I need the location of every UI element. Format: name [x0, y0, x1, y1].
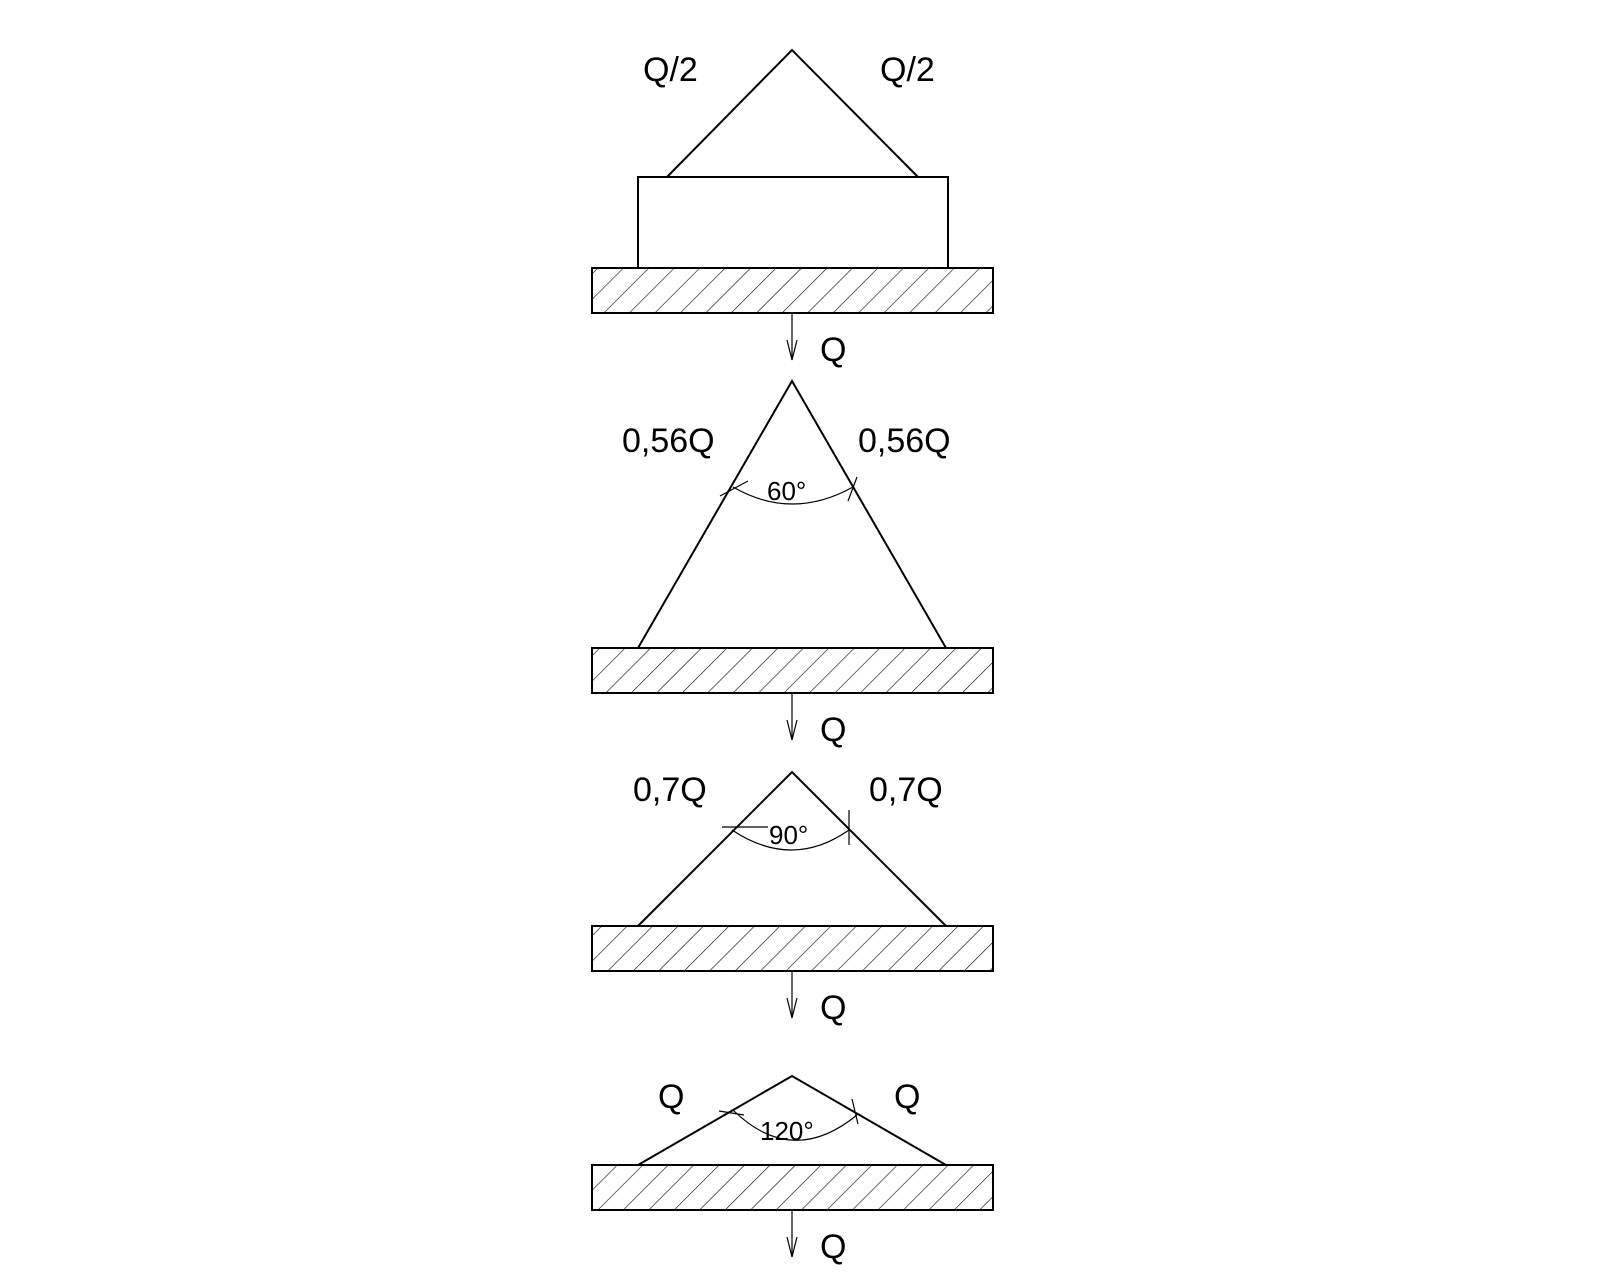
angle-arc: [718, 1098, 859, 1141]
hatched-beam: [591, 925, 994, 972]
down-arrow-icon: [786, 313, 798, 361]
left-load-label: 0,7Q: [633, 771, 707, 809]
panel-90-degree: 0,7Q 0,7Q 90° Q: [591, 770, 994, 1027]
total-load-label: Q: [820, 331, 846, 369]
angle-label: 60°: [767, 476, 806, 506]
hatched-beam: [591, 267, 994, 314]
panel-vertical-slings: Q/2 Q/2 Q: [591, 48, 994, 369]
hatched-beam: [591, 647, 994, 694]
panel-120-degree: Q Q 120° Q: [591, 1074, 994, 1266]
total-load-label: Q: [820, 711, 846, 749]
left-load-label: 0,56Q: [622, 422, 715, 460]
sling-legs: [637, 1074, 947, 1166]
right-load-label: Q: [894, 1078, 920, 1116]
left-load-label: Q: [658, 1078, 684, 1116]
left-load-label: Q/2: [643, 51, 698, 89]
angle-label: 120°: [760, 1116, 814, 1146]
angle-arc: [722, 810, 850, 851]
right-load-label: Q/2: [880, 51, 935, 89]
total-load-label: Q: [820, 1228, 846, 1266]
total-load-label: Q: [820, 989, 846, 1027]
sling-legs: [637, 378, 947, 649]
right-load-label: 0,56Q: [858, 422, 951, 460]
panel-60-degree: 0,56Q 0,56Q 60° Q: [591, 378, 994, 749]
load-block: [637, 176, 949, 269]
down-arrow-icon: [786, 1210, 798, 1258]
angle-arc: [719, 476, 858, 505]
hatched-beam: [591, 1164, 994, 1211]
sling-legs: [637, 770, 947, 927]
down-arrow-icon: [786, 693, 798, 741]
down-arrow-icon: [786, 971, 798, 1019]
angle-label: 90°: [769, 820, 808, 850]
right-load-label: 0,7Q: [869, 771, 943, 809]
sling-legs: [666, 48, 919, 178]
